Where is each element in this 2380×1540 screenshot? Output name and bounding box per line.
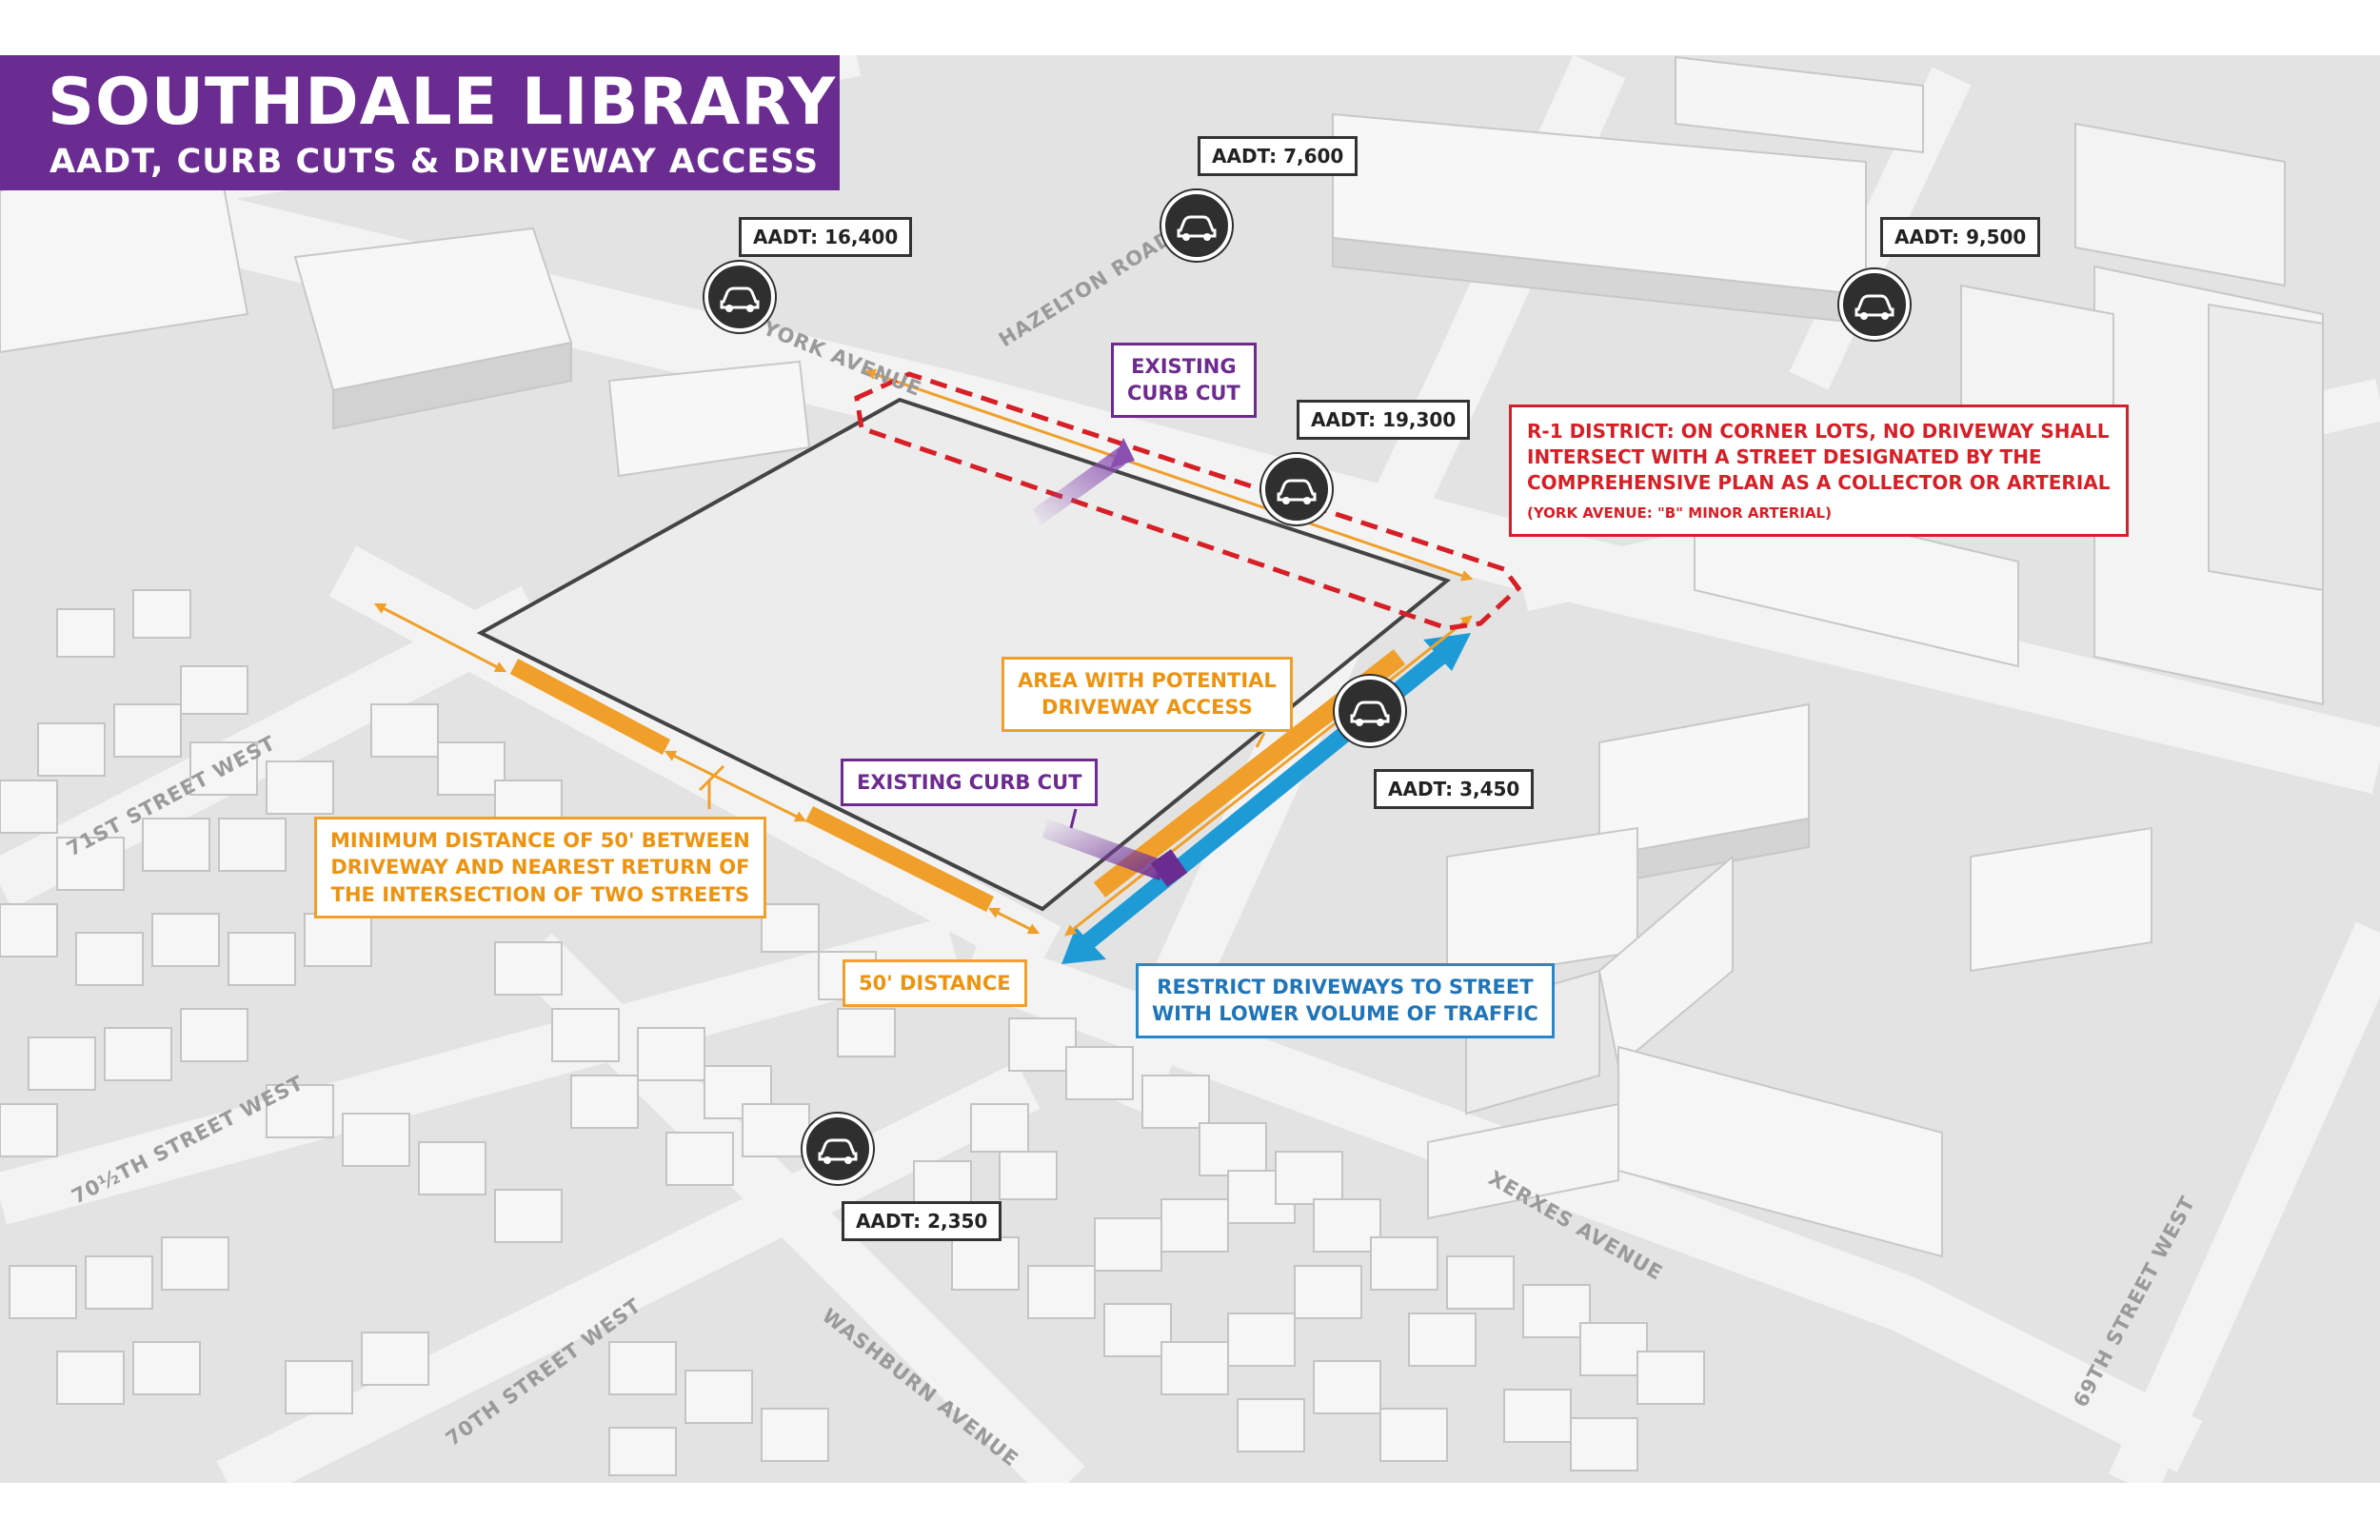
road-70th bbox=[216, 1061, 1041, 1509]
setback-strip-west bbox=[509, 659, 671, 755]
title-block: SOUTHDALE LIBRARY AADT, CURB CUTS & DRIV… bbox=[0, 55, 840, 190]
page-subtitle: AADT, CURB CUTS & DRIVEWAY ACCESS bbox=[50, 143, 820, 181]
car-icon bbox=[1839, 269, 1910, 340]
r1-line3: COMPREHENSIVE PLAN AS A COLLECTOR OR ART… bbox=[1527, 471, 2111, 494]
potential-access-label: AREA WITH POTENTIAL DRIVEWAY ACCESS bbox=[1002, 657, 1293, 732]
restrict-driveways-label: RESTRICT DRIVEWAYS TO STREET WITH LOWER … bbox=[1136, 963, 1555, 1038]
distance-50-label: 50' DISTANCE bbox=[843, 959, 1027, 1008]
aadt-label-northeast: AADT: 9,500 bbox=[1880, 217, 2041, 257]
min-distance-label: MINIMUM DISTANCE OF 50' BETWEEN DRIVEWAY… bbox=[314, 817, 766, 919]
aadt-label-washburn: AADT: 2,350 bbox=[842, 1201, 1002, 1241]
road-70-half bbox=[0, 917, 960, 1225]
setback-strip-middle bbox=[804, 805, 995, 913]
potential-access-line2: DRIVEWAY ACCESS bbox=[1041, 696, 1253, 720]
road-69th bbox=[2108, 921, 2380, 1496]
road-washburn bbox=[514, 933, 1085, 1504]
curb-cut-arrow-bottom bbox=[1042, 819, 1166, 880]
aadt-label-york-east: AADT: 19,300 bbox=[1297, 400, 1471, 440]
car-icon bbox=[803, 1114, 873, 1184]
curb-cut-arrow-top-head bbox=[1110, 438, 1135, 468]
min-distance-line3: THE INTERSECTION OF TWO STREETS bbox=[330, 882, 750, 906]
car-icon bbox=[704, 262, 775, 332]
restrict-arrow-head-south bbox=[1061, 927, 1106, 964]
r1-district-callout: R-1 DISTRICT: ON CORNER LOTS, NO DRIVEWA… bbox=[1509, 405, 2129, 538]
existing-curb-cut-bottom-label: EXISTING CURB CUT bbox=[841, 759, 1099, 807]
existing-curb-cut-top-label: EXISTING CURB CUT bbox=[1111, 343, 1257, 418]
existing-curb-cut-top-line1: EXISTING bbox=[1131, 355, 1237, 378]
buildings bbox=[0, 55, 2324, 1258]
york-restriction-zone bbox=[854, 371, 1522, 631]
aadt-label-hazelton: AADT: 7,600 bbox=[1198, 136, 1359, 176]
car-icon bbox=[1335, 676, 1405, 746]
car-icon bbox=[1261, 454, 1332, 524]
houses-south bbox=[913, 1017, 1705, 1471]
restrict-line1: RESTRICT DRIVEWAYS TO STREET bbox=[1157, 976, 1534, 998]
houses-southwest bbox=[0, 589, 896, 1476]
min-distance-line2: DRIVEWAY AND NEAREST RETURN OF bbox=[330, 856, 750, 879]
r1-line2: INTERSECT WITH A STREET DESIGNATED BY TH… bbox=[1527, 445, 2042, 468]
road-xerxes bbox=[961, 934, 2203, 1472]
aadt-label-york: AADT: 16,400 bbox=[739, 217, 913, 257]
r1-line1: R-1 DISTRICT: ON CORNER LOTS, NO DRIVEWA… bbox=[1527, 420, 2110, 443]
curb-cut-marker-bottom bbox=[1150, 849, 1188, 887]
page-title: SOUTHDALE LIBRARY bbox=[48, 65, 837, 140]
r1-note: (YORK AVENUE: "B" MINOR ARTERIAL) bbox=[1527, 504, 1832, 522]
potential-access-line1: AREA WITH POTENTIAL bbox=[1018, 669, 1277, 692]
aadt-label-side-street: AADT: 3,450 bbox=[1374, 769, 1535, 809]
restrict-line2: WITH LOWER VOLUME OF TRAFFIC bbox=[1152, 1002, 1538, 1026]
leader-lines-purple bbox=[1069, 808, 1078, 829]
existing-curb-cut-top-line2: CURB CUT bbox=[1127, 382, 1240, 405]
leader-lines bbox=[698, 732, 1266, 792]
car-icon bbox=[1161, 190, 1232, 261]
dimension-arrows bbox=[373, 368, 1474, 937]
min-distance-line1: MINIMUM DISTANCE OF 50' BETWEEN bbox=[330, 829, 750, 852]
curb-cut-arrow-top bbox=[1033, 447, 1125, 525]
